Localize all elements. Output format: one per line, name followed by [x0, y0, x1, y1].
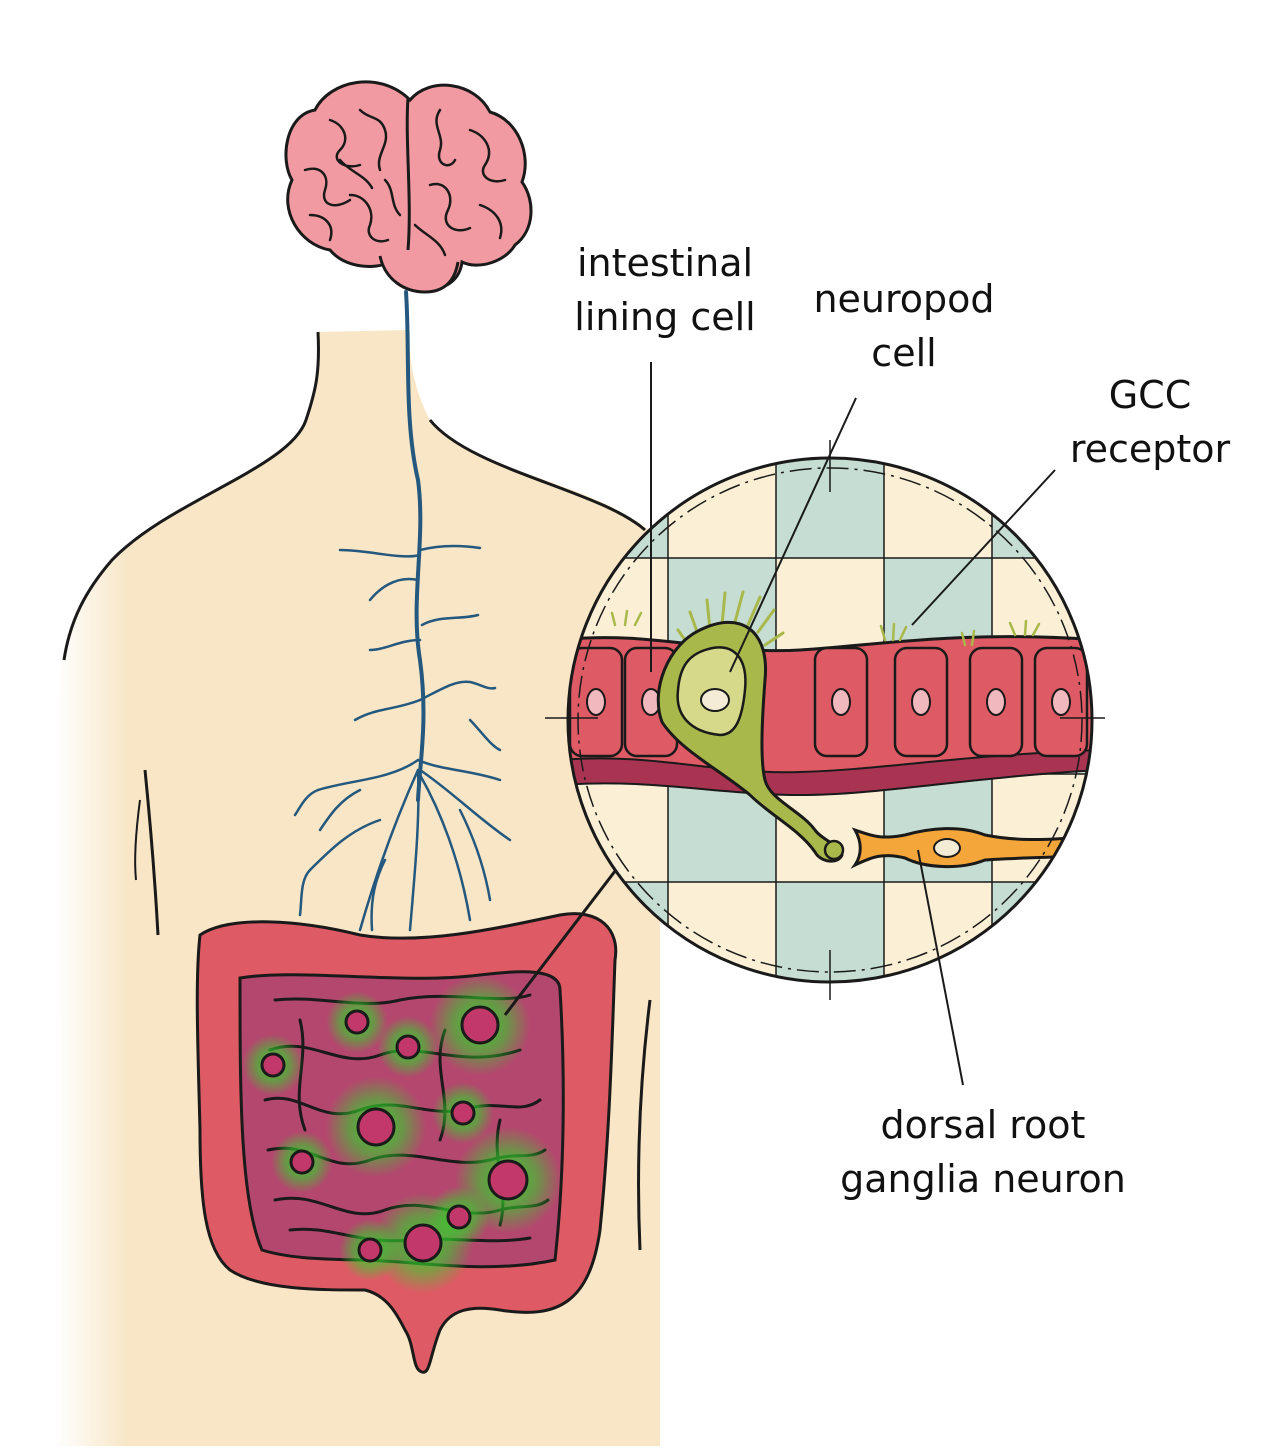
label-line: GCC	[1108, 373, 1192, 417]
label-line: dorsal root	[880, 1103, 1086, 1147]
label-line: ganglia neuron	[840, 1157, 1126, 1201]
magnified-view	[545, 440, 1105, 1000]
nerve-tree	[293, 290, 512, 932]
label-line: cell	[871, 331, 937, 375]
neuropod-spot	[395, 1034, 421, 1060]
label-line: receptor	[1069, 427, 1231, 471]
neuropod-spot	[357, 1237, 383, 1263]
glow-spots	[242, 974, 562, 1294]
neuropod-spot	[289, 1149, 315, 1175]
neuropod-spot	[356, 1107, 396, 1147]
neuropod-spot	[403, 1223, 443, 1263]
label-line: neuropod	[813, 277, 995, 321]
neuropod-spot	[446, 1204, 472, 1230]
label-line: intestinal	[576, 241, 754, 285]
neuropod-spot	[344, 1009, 370, 1035]
neuropod-spot	[450, 1100, 476, 1126]
brain-icon	[284, 80, 533, 294]
label-gcc-receptor: GCC receptor	[1050, 368, 1250, 476]
drg-neuron-shape	[850, 827, 1092, 869]
label-intestinal-lining-cell: intestinal lining cell	[558, 236, 772, 344]
neuropod-spot	[460, 1005, 500, 1045]
neuropod-spot	[260, 1052, 286, 1078]
label-neuropod-cell: neuropod cell	[794, 272, 1014, 380]
neuropod-spot	[487, 1159, 529, 1201]
label-dorsal-root-ganglia-neuron: dorsal root ganglia neuron	[818, 1098, 1148, 1206]
label-line: lining cell	[574, 295, 756, 339]
neuropod-cell-shape	[656, 590, 845, 863]
leader-lines	[650, 362, 1056, 1086]
